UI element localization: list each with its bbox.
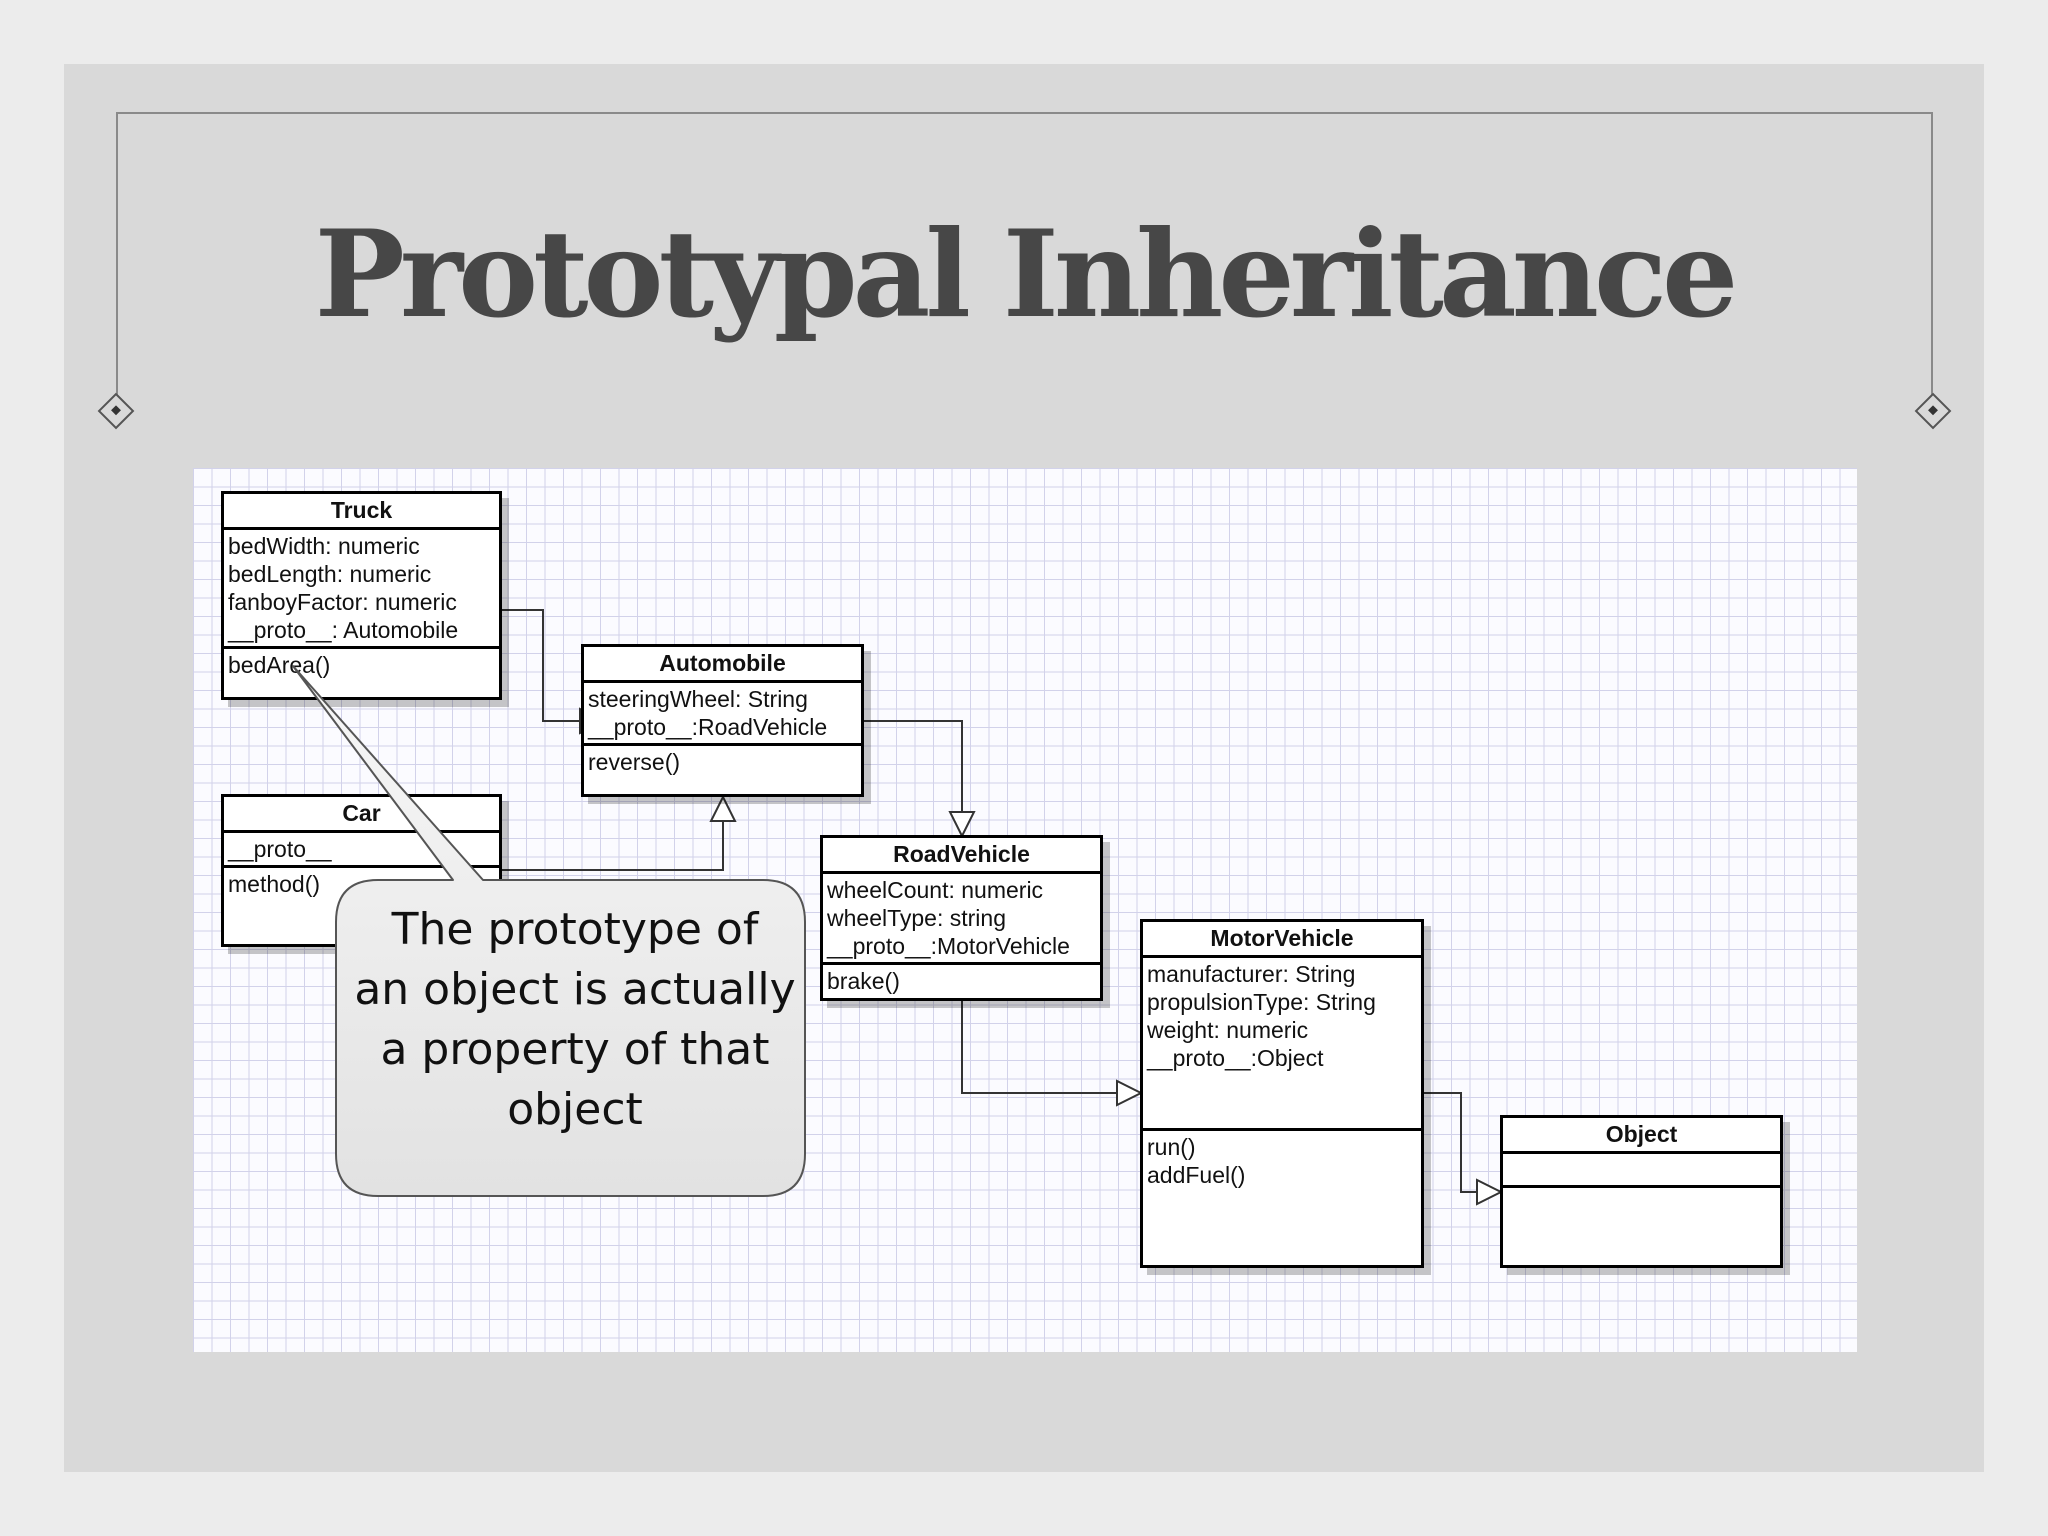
- class-automobile: Automobile steeringWheel: String __proto…: [581, 644, 864, 797]
- slide-title: Prototypal Inheritance: [314, 204, 1739, 345]
- operation: run(): [1147, 1134, 1196, 1160]
- class-attributes: [1503, 1154, 1780, 1188]
- callout-shape: [292, 665, 806, 1197]
- class-truck: Truck bedWidth: numeric bedLength: numer…: [221, 491, 502, 700]
- title-frame: [116, 112, 1933, 412]
- class-name: Car: [224, 797, 499, 833]
- attribute: steeringWheel: String: [588, 686, 808, 712]
- operation: addFuel(): [1147, 1162, 1246, 1188]
- class-name: RoadVehicle: [823, 838, 1100, 874]
- callout-line: an object is actually: [354, 964, 796, 1015]
- attribute: __proto__: [228, 836, 332, 862]
- operation: reverse(): [588, 749, 681, 775]
- connector-truck-to-automobile: [502, 609, 580, 722]
- attribute: __proto__:RoadVehicle: [588, 714, 828, 740]
- attribute: fanboyFactor: numeric: [228, 589, 457, 615]
- attribute: wheelCount: numeric: [827, 877, 1044, 903]
- class-attributes: wheelCount: numeric wheelType: string __…: [823, 874, 1100, 965]
- attribute: wheelType: string: [827, 905, 1006, 931]
- connector-motorvehicle-arrowhead: [1476, 1178, 1504, 1206]
- attribute: __proto__:Object: [1147, 1045, 1324, 1071]
- class-name: MotorVehicle: [1143, 922, 1421, 958]
- attribute: weight: numeric: [1147, 1017, 1309, 1043]
- connector-car-arrowhead: [709, 794, 737, 822]
- connector-car-to-automobile: [502, 821, 724, 871]
- operation: brake(): [827, 968, 900, 994]
- class-operations: method(): [224, 868, 499, 944]
- class-name: Automobile: [584, 647, 861, 683]
- connector-motorvehicle-to-object: [1424, 1092, 1477, 1193]
- class-name: Object: [1503, 1118, 1780, 1154]
- callout-text: The prototype of an object is actually a…: [346, 900, 804, 1140]
- operation: bedArea(): [228, 652, 331, 678]
- class-attributes: bedWidth: numeric bedLength: numeric fan…: [224, 530, 499, 649]
- uml-diagram: Truck bedWidth: numeric bedLength: numer…: [193, 468, 1857, 1352]
- class-motorvehicle: MotorVehicle manufacturer: String propul…: [1140, 919, 1424, 1268]
- class-object: Object: [1500, 1115, 1783, 1268]
- class-attributes: steeringWheel: String __proto__:RoadVehi…: [584, 683, 861, 746]
- class-operations: bedArea(): [224, 649, 499, 697]
- class-attributes: manufacturer: String propulsionType: Str…: [1143, 958, 1421, 1131]
- callout-line: object: [507, 1084, 643, 1135]
- attribute: bedWidth: numeric: [228, 533, 420, 559]
- callout-line: a property of that: [380, 1024, 770, 1075]
- class-operations: run() addFuel(): [1143, 1131, 1421, 1265]
- callout-bubble: [292, 665, 806, 1197]
- connector-roadvehicle-to-motorvehicle: [961, 1001, 1117, 1094]
- attribute: manufacturer: String: [1147, 961, 1356, 987]
- attribute: __proto__: Automobile: [228, 617, 459, 643]
- class-operations: reverse(): [584, 746, 861, 794]
- attribute: propulsionType: String: [1147, 989, 1376, 1015]
- class-roadvehicle: RoadVehicle wheelCount: numeric wheelTyp…: [820, 835, 1103, 1001]
- class-operations: brake(): [823, 965, 1100, 998]
- connector-automobile-to-roadvehicle: [864, 720, 963, 812]
- connector-automobile-arrowhead: [948, 811, 976, 839]
- callout-line: The prototype of: [391, 904, 759, 955]
- class-name: Truck: [224, 494, 499, 530]
- attribute: __proto__:MotorVehicle: [827, 933, 1070, 959]
- operation: method(): [228, 871, 321, 897]
- class-attributes: __proto__: [224, 833, 499, 868]
- connector-roadvehicle-arrowhead: [1116, 1079, 1144, 1107]
- attribute: bedLength: numeric: [228, 561, 432, 587]
